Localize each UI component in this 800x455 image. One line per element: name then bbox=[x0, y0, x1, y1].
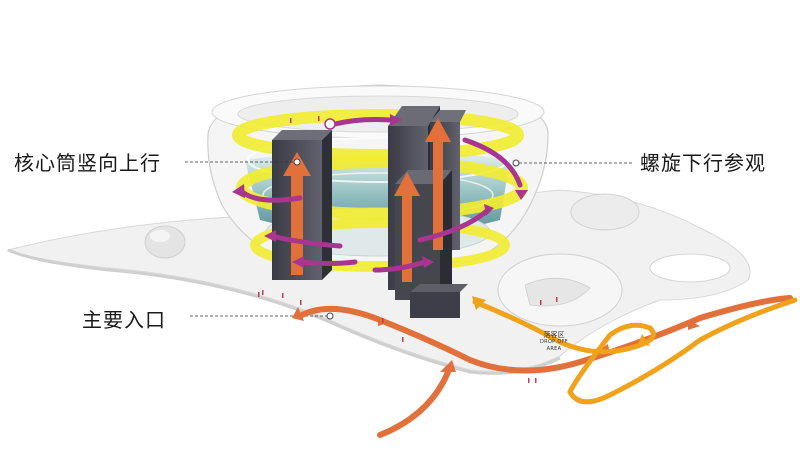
drop-off-label-en-1: DROP OFF bbox=[540, 339, 568, 345]
site-dome-left bbox=[144, 225, 186, 259]
core-tube-label: 核心筒竖向上行 bbox=[14, 151, 161, 175]
vertical-up-arrows bbox=[283, 118, 451, 282]
entrance-block bbox=[410, 284, 468, 318]
drop-off-label-en-2: AREA bbox=[546, 346, 562, 352]
callout-leaders bbox=[185, 161, 634, 317]
main-entrance-path bbox=[292, 295, 793, 438]
yellow-spiral-ring bbox=[232, 109, 528, 272]
people-figures bbox=[258, 116, 558, 383]
spiral-down-arrows bbox=[237, 117, 523, 273]
drop-off-plaza bbox=[497, 253, 623, 327]
main-entrance-label: 主要入口 bbox=[82, 308, 166, 332]
drop-off-area-label: 落客区 DROP OFF AREA bbox=[528, 332, 580, 353]
site-pavilion-right bbox=[570, 193, 731, 283]
spiral-arrowheads bbox=[232, 114, 528, 268]
drop-off-ramp bbox=[472, 296, 798, 405]
drop-off-label-cn: 落客区 bbox=[543, 331, 565, 339]
spiral-down-label: 螺旋下行参观 bbox=[640, 151, 766, 175]
